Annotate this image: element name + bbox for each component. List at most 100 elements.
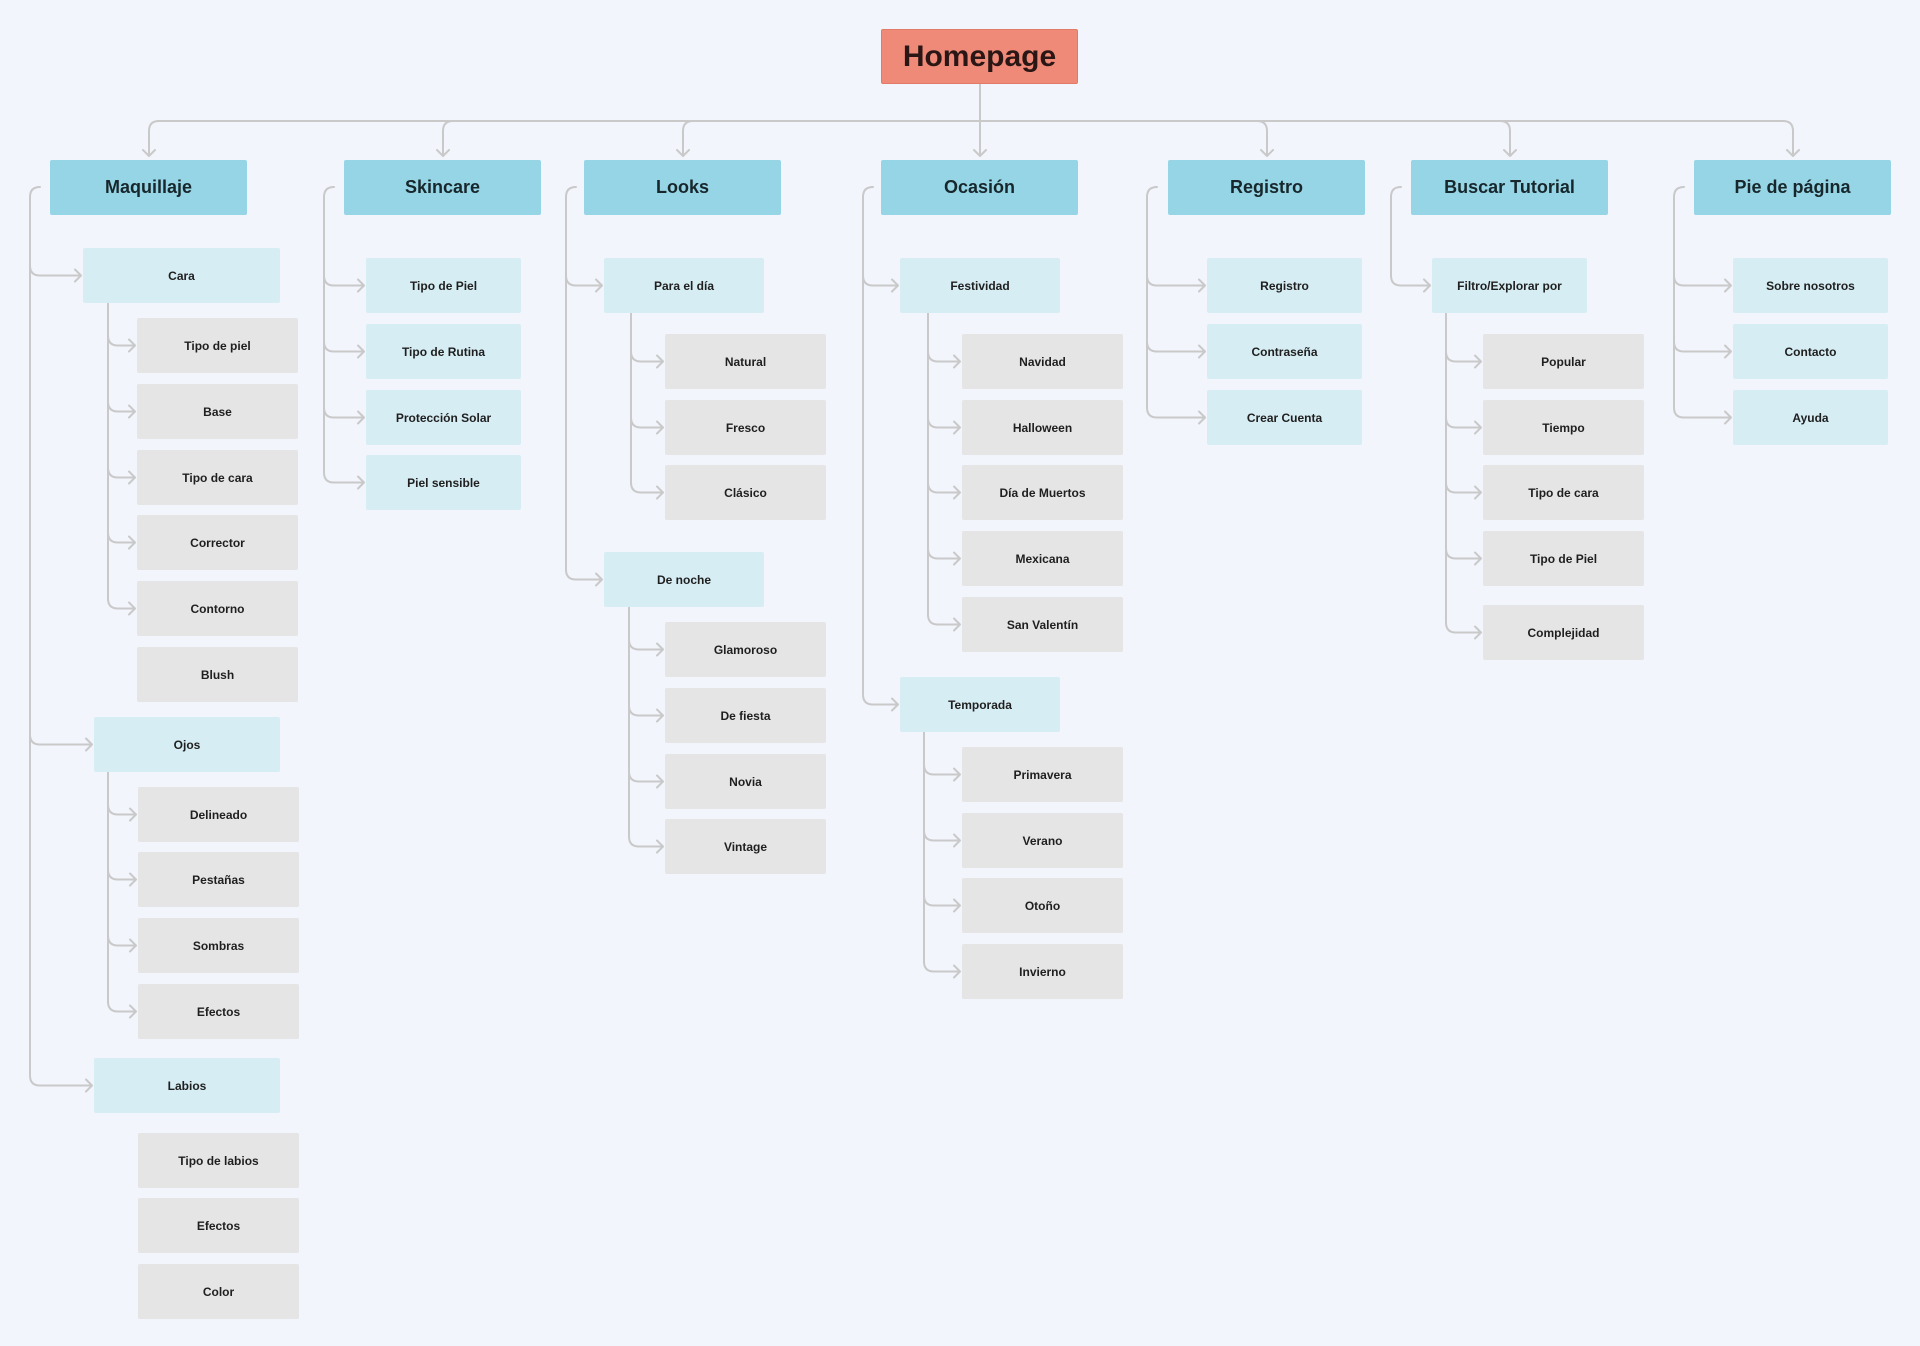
connector-clasico bbox=[630, 481, 664, 500]
subcategory-de-noche: De noche bbox=[604, 552, 764, 607]
leaf-color: Color bbox=[138, 1264, 299, 1319]
connector-primavera bbox=[923, 763, 961, 782]
leaf-clasico: Clásico bbox=[665, 465, 826, 520]
leaf-contorno: Contorno bbox=[137, 581, 298, 636]
leaf-delineado: Delineado bbox=[138, 787, 299, 842]
connector-crear-cuenta bbox=[1146, 406, 1206, 425]
connector-ayuda bbox=[1673, 406, 1732, 425]
connector-invierno bbox=[923, 960, 961, 979]
leaf-mexicana: Mexicana bbox=[962, 531, 1123, 586]
connector-tiempo bbox=[1445, 416, 1482, 435]
connector-dia-de-muertos bbox=[927, 481, 961, 500]
connector-festividad bbox=[862, 274, 899, 293]
subcategory-proteccion-solar: Protección Solar bbox=[366, 390, 521, 445]
maquillaje-rail bbox=[29, 186, 41, 1076]
connector-verano bbox=[923, 829, 961, 848]
connector-labios bbox=[29, 1074, 93, 1093]
leaf-sombras: Sombras bbox=[138, 918, 299, 973]
leaf-tipo-de-piel: Tipo de Piel bbox=[1483, 531, 1644, 586]
leaf-halloween: Halloween bbox=[962, 400, 1123, 455]
connector-tipo-de-cara bbox=[1445, 481, 1482, 500]
subcategory-cara: Cara bbox=[83, 248, 280, 303]
root-to-looks bbox=[676, 120, 694, 157]
subcategory-para-el-dia: Para el día bbox=[604, 258, 764, 313]
skincare-rail bbox=[323, 186, 335, 474]
leaf-natural: Natural bbox=[665, 334, 826, 389]
leaf-invierno: Invierno bbox=[962, 944, 1123, 999]
category-maquillaje: Maquillaje bbox=[50, 160, 247, 215]
category-pie-de-pagina: Pie de página bbox=[1694, 160, 1891, 215]
leaf-complejidad: Complejidad bbox=[1483, 605, 1644, 660]
subcategory-labios: Labios bbox=[94, 1058, 280, 1113]
connector-glamoroso bbox=[628, 638, 664, 657]
leaf-efectos: Efectos bbox=[138, 984, 299, 1039]
root-to-pie-de-pagina bbox=[1782, 120, 1800, 157]
root-to-buscar-tutorial bbox=[1499, 120, 1517, 157]
leaf-blush: Blush bbox=[137, 647, 298, 702]
connector-temporada bbox=[862, 693, 899, 712]
connector-fresco bbox=[630, 416, 664, 435]
connector-pestanas bbox=[107, 868, 137, 887]
ocasion-rail bbox=[862, 186, 874, 695]
connector-tipo-de-piel bbox=[323, 274, 365, 293]
leaf-verano: Verano bbox=[962, 813, 1123, 868]
root-to-ocasion bbox=[973, 120, 987, 157]
subcategory-temporada: Temporada bbox=[900, 677, 1060, 732]
leaf-vintage: Vintage bbox=[665, 819, 826, 874]
connector-base bbox=[107, 400, 136, 419]
leaf-de-fiesta: De fiesta bbox=[665, 688, 826, 743]
connector-filtro-explorar-por bbox=[1390, 274, 1431, 293]
subcategory-contrasena: Contraseña bbox=[1207, 324, 1362, 379]
leaf-dia-de-muertos: Día de Muertos bbox=[962, 465, 1123, 520]
connector-efectos bbox=[107, 1000, 137, 1019]
leaf-navidad: Navidad bbox=[962, 334, 1123, 389]
connector-halloween bbox=[927, 416, 961, 435]
connector-novia bbox=[628, 770, 664, 789]
subcategory-contacto: Contacto bbox=[1733, 324, 1888, 379]
connector-navidad bbox=[927, 350, 961, 369]
subcategory-sobre-nosotros: Sobre nosotros bbox=[1733, 258, 1888, 313]
connector-sombras bbox=[107, 934, 137, 953]
connector-otono bbox=[923, 894, 961, 913]
subcategory-piel-sensible: Piel sensible bbox=[366, 455, 521, 510]
leaf-san-valentin: San Valentín bbox=[962, 597, 1123, 652]
connector-piel-sensible bbox=[323, 471, 365, 490]
connector-registro bbox=[1146, 274, 1206, 293]
connector-contorno bbox=[107, 597, 136, 616]
subcategory-filtro-explorar-por: Filtro/Explorar por bbox=[1432, 258, 1587, 313]
leaf-novia: Novia bbox=[665, 754, 826, 809]
leaf-tiempo: Tiempo bbox=[1483, 400, 1644, 455]
subcategory-festividad: Festividad bbox=[900, 258, 1060, 313]
leaf-tipo-de-cara: Tipo de cara bbox=[137, 450, 298, 505]
connector-popular bbox=[1445, 350, 1482, 369]
pie-de-pagina-rail bbox=[1673, 186, 1685, 409]
leaf-tipo-de-cara: Tipo de cara bbox=[1483, 465, 1644, 520]
category-skincare: Skincare bbox=[344, 160, 541, 215]
subcategory-ojos: Ojos bbox=[94, 717, 280, 772]
root-to-registro bbox=[1256, 120, 1274, 157]
leaf-base: Base bbox=[137, 384, 298, 439]
leaf-efectos: Efectos bbox=[138, 1198, 299, 1253]
connector-tipo-de-piel bbox=[1445, 547, 1482, 566]
subcategory-crear-cuenta: Crear Cuenta bbox=[1207, 390, 1362, 445]
connector-proteccion-solar bbox=[323, 406, 365, 425]
connector-contacto bbox=[1673, 340, 1732, 359]
leaf-glamoroso: Glamoroso bbox=[665, 622, 826, 677]
connector-contrasena bbox=[1146, 340, 1206, 359]
connector-para-el-dia bbox=[565, 274, 603, 293]
leaf-tipo-de-labios: Tipo de labios bbox=[138, 1133, 299, 1188]
buscar-tutorial-rail bbox=[1390, 186, 1402, 277]
looks-rail bbox=[565, 186, 577, 570]
leaf-tipo-de-piel: Tipo de piel bbox=[137, 318, 298, 373]
leaf-popular: Popular bbox=[1483, 334, 1644, 389]
registro-rail bbox=[1146, 186, 1158, 409]
connector-ojos bbox=[29, 733, 93, 752]
connector-de-fiesta bbox=[628, 704, 664, 723]
connector-sobre-nosotros bbox=[1673, 274, 1732, 293]
subcategory-registro: Registro bbox=[1207, 258, 1362, 313]
connector-corrector bbox=[107, 531, 136, 550]
connector-tipo-de-rutina bbox=[323, 340, 365, 359]
connector-mexicana bbox=[927, 547, 961, 566]
